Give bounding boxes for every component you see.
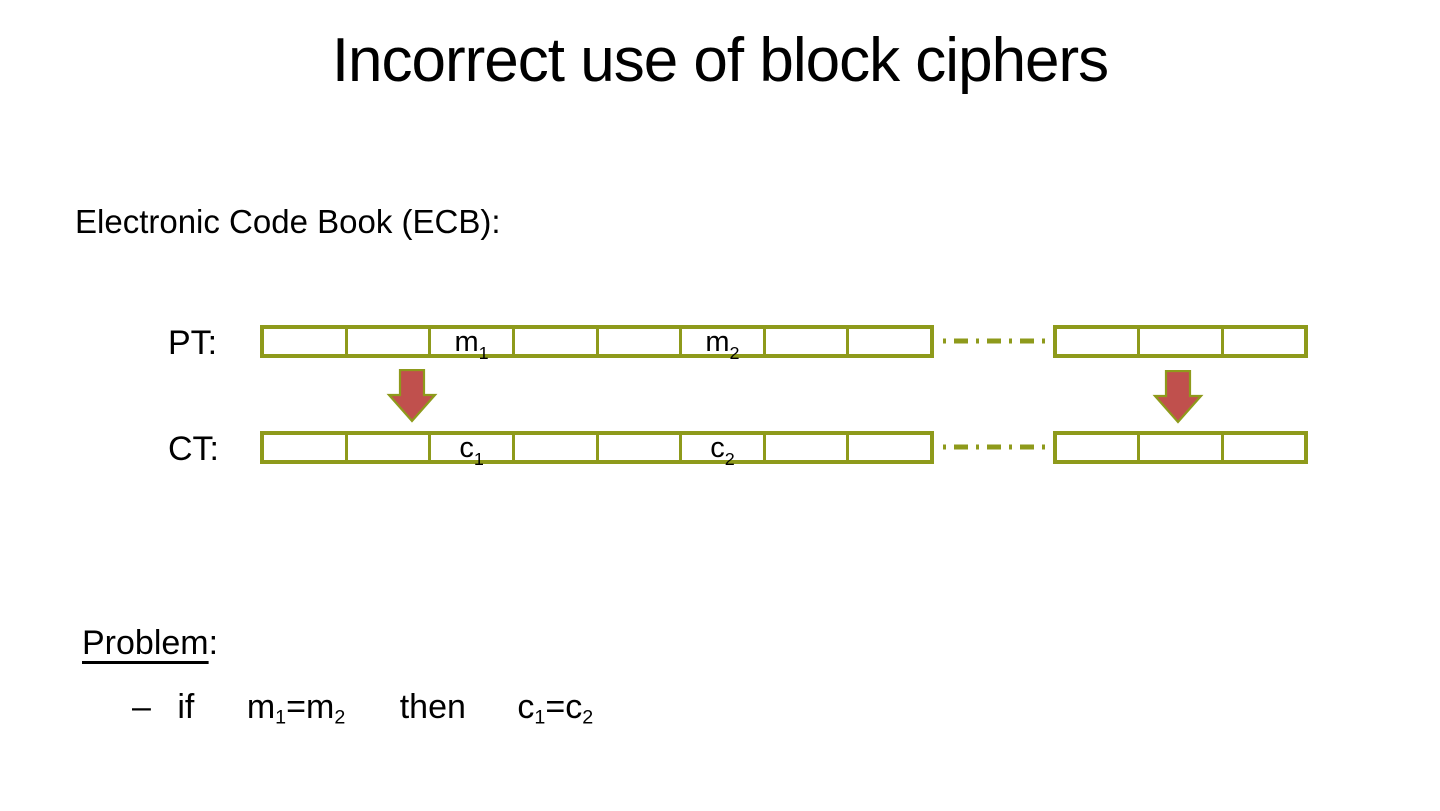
- block-cell: [1140, 329, 1224, 354]
- block-cell: [264, 329, 348, 354]
- block-cell: [1140, 435, 1224, 460]
- ct-blocks: c1 c2: [260, 431, 934, 468]
- block-cell: [515, 435, 599, 460]
- block-cell: [1224, 435, 1304, 460]
- problem-heading-colon: :: [208, 624, 219, 662]
- block-cell: [599, 435, 683, 460]
- block-cell: [264, 435, 348, 460]
- pt-tail-blocks: [1053, 325, 1308, 358]
- pt-row-label: PT:: [168, 324, 218, 362]
- m2-label: m2: [705, 326, 740, 364]
- pt-blocks: m1 m2: [260, 325, 934, 362]
- block-cell: [1224, 329, 1304, 354]
- problem-heading: Problem:: [82, 624, 218, 663]
- bullet-expr-m1-eq-m2: m1=m2: [246, 688, 346, 729]
- ct-tail-blocks: [1053, 431, 1308, 464]
- block-cell: [348, 435, 432, 460]
- block-cell-c1: c1: [431, 432, 515, 468]
- block-cell: [599, 329, 683, 354]
- c2-label: c2: [710, 432, 735, 470]
- block-cell: [348, 329, 432, 354]
- problem-bullet: – if m1=m2 then c1=c2: [132, 688, 593, 727]
- dash-dot-connector: [943, 338, 1045, 344]
- block-cell-c2: c2: [682, 432, 766, 468]
- block-cell: [766, 435, 850, 460]
- block-cell-m2: m2: [682, 326, 766, 362]
- bullet-dash: –: [132, 688, 151, 726]
- block-cell-m1: m1: [431, 326, 515, 362]
- ct-row-label: CT:: [168, 430, 219, 468]
- block-cell: [849, 435, 930, 460]
- block-cell: [1057, 435, 1141, 460]
- block-cell: [766, 329, 850, 354]
- dash-dot-connector: [943, 444, 1045, 450]
- bullet-expr-c1-eq-c2: c1=c2: [517, 688, 594, 729]
- block-cell: [515, 329, 599, 354]
- subtitle-ecb: Electronic Code Book (ECB):: [75, 203, 501, 240]
- block-cell: [849, 329, 930, 354]
- bullet-word-then: then: [399, 688, 466, 726]
- m1-label: m1: [454, 326, 489, 364]
- down-arrow-icon: [386, 369, 438, 423]
- page-title: Incorrect use of block ciphers: [331, 26, 1109, 95]
- down-arrow-icon: [1152, 370, 1204, 424]
- problem-heading-word: Problem: [82, 624, 209, 662]
- bullet-word-if: if: [177, 688, 195, 726]
- block-cell: [1057, 329, 1141, 354]
- c1-label: c1: [459, 432, 484, 470]
